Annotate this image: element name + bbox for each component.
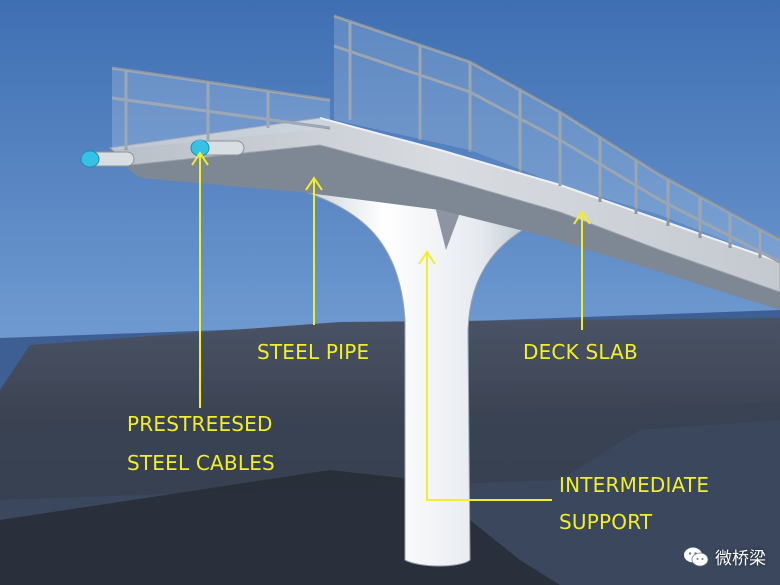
railing-glass-left <box>112 68 330 150</box>
label-cables-line2: STEEL CABLES <box>127 451 275 475</box>
intermediate-pier <box>299 184 542 567</box>
arrow-support <box>418 250 552 501</box>
arrow-cables <box>191 151 209 408</box>
label-deck-slab: DECK SLAB <box>523 340 638 364</box>
railing-right <box>333 14 780 264</box>
arrow-deck-slab <box>573 210 591 330</box>
label-support-line1: INTERMEDIATE <box>559 473 710 497</box>
label-support-line2: SUPPORT <box>559 510 653 534</box>
railing-left <box>111 66 331 150</box>
railing-glass-right <box>334 16 780 262</box>
deck-underside <box>115 140 780 310</box>
label-steel-pipe: STEEL PIPE <box>257 340 370 364</box>
watermark-text: 微桥梁 <box>715 549 766 569</box>
label-cables-line1: PRESTREESED <box>127 412 273 436</box>
callout-arrows <box>191 151 591 501</box>
watermark: 微桥梁 <box>683 544 766 569</box>
wechat-icon <box>684 547 709 566</box>
cable-ducts <box>80 139 245 168</box>
arrow-steel-pipe <box>305 176 323 325</box>
